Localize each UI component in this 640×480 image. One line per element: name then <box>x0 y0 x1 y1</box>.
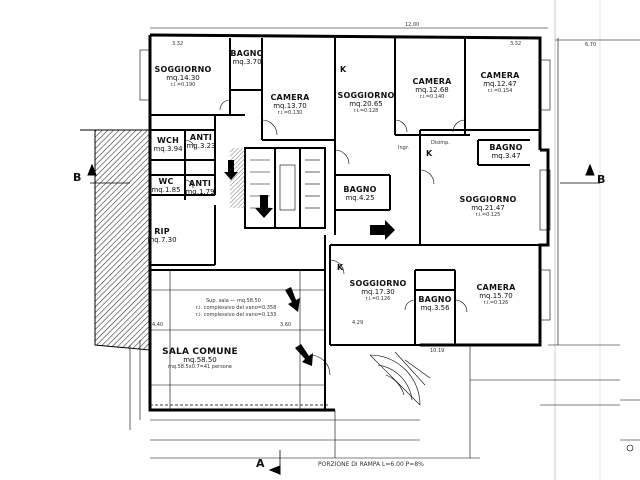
room-area: mq.12.68 <box>415 86 449 94</box>
room-camera-2: CAMERA mq.12.68 r.i.=0.140 <box>412 77 452 101</box>
dim-top: 12.00 <box>405 22 420 28</box>
room-area: mq.15.70 <box>479 292 513 300</box>
room-soggiorno-3: SOGGIORNO mq.21.47 r.i.=0.125 <box>459 195 517 219</box>
room-area: mq.58.50 <box>183 356 217 364</box>
room-name: SALA COMUNE <box>162 347 238 357</box>
room-area: mq.3.56 <box>420 304 450 312</box>
room-area: mq.7.30 <box>147 236 177 244</box>
room-detail: r.i.=0.125 <box>475 212 501 218</box>
room-name: SOGGIORNO <box>337 91 395 100</box>
room-area: mq.4.25 <box>345 194 375 202</box>
room-name: BAGNO <box>230 49 264 58</box>
dim-bottom-mid: 4.29 <box>352 320 364 326</box>
room-detail: r.i.=0.140 <box>419 94 445 100</box>
sala-ri-note: r.i. complessivo del vano=0.358 <box>196 305 277 311</box>
dim-bottom-right: 10.19 <box>430 348 445 354</box>
room-name: ANTI <box>189 133 213 142</box>
sala-ri2-note: r.i. complessivo del vano=0.133 <box>196 312 277 318</box>
room-area: mq.3.70 <box>232 58 262 66</box>
room-soggiorno-1: SOGGIORNO mq.14.30 r.i.=0.190 <box>154 65 212 89</box>
room-name: SOGGIORNO <box>154 65 212 74</box>
room-area: mq.3.94 <box>153 145 183 153</box>
room-area: mq.1.79 <box>185 188 215 196</box>
flow-arrows <box>224 160 395 366</box>
room-area: mq.17.30 <box>361 288 395 296</box>
room-name: WC <box>158 177 174 186</box>
room-name: CAMERA <box>270 93 310 102</box>
room-camera-4: CAMERA mq.15.70 r.i.=0.126 <box>476 283 516 307</box>
room-name: SOGGIORNO <box>459 195 517 204</box>
dim-left-mid: 4.40 <box>152 322 164 328</box>
room-camera-3: CAMERA mq.12.47 r.i.=0.154 <box>480 71 520 95</box>
section-b-right: B <box>597 173 606 186</box>
room-bagno-1: BAGNO mq.3.70 <box>230 49 264 67</box>
room-name: ANTI <box>188 179 212 188</box>
room-area: mq.20.65 <box>349 100 383 108</box>
room-sala-comune: SALA COMUNE mq.58.50 mq.58.5x0.7=41 pers… <box>162 347 238 371</box>
room-area: mq.1.85 <box>151 186 181 194</box>
bottom-right-detail <box>540 399 640 452</box>
section-a-bottom: A <box>256 457 265 470</box>
room-name: CAMERA <box>476 283 516 292</box>
room-bagno-2: BAGNO mq.4.25 <box>343 185 377 203</box>
label-ingr: Ingr. <box>398 145 410 151</box>
room-detail: r.i.=0.190 <box>170 82 196 88</box>
room-name: BAGNO <box>489 143 523 152</box>
dim-top-right: 3.32 <box>510 41 522 47</box>
room-detail: mq.58.5x0.7=41 persone <box>167 364 233 370</box>
section-b-left: B <box>73 171 82 184</box>
room-name: CAMERA <box>480 71 520 80</box>
room-rip: RIP mq.7.30 <box>147 227 177 245</box>
room-name: SOGGIORNO <box>349 279 407 288</box>
section-markers <box>87 163 600 475</box>
room-detail: r.i.=0.126 <box>483 300 509 306</box>
dim-right-side: 6.70 <box>585 42 597 48</box>
k-marker-1: K <box>340 65 347 74</box>
interior-walls <box>150 38 540 410</box>
room-area: mq.12.47 <box>483 80 517 88</box>
room-bagno-3: BAGNO mq.3.47 <box>489 143 523 161</box>
sala-surface-note: Sup. sala — mq.58.50 <box>206 298 261 304</box>
room-name: BAGNO <box>418 295 452 304</box>
room-detail: r.i.=0.128 <box>353 108 379 114</box>
room-name: BAGNO <box>343 185 377 194</box>
room-detail: r.i.=0.126 <box>365 296 391 302</box>
room-name: RIP <box>154 227 170 236</box>
rampa-note: PORZIONE DI RAMPA L=6.00 P=8% <box>318 461 424 468</box>
room-area: mq.3.23 <box>186 142 216 150</box>
thin-details <box>129 27 640 459</box>
room-anti-2: ANTI mq.1.79 <box>185 179 215 197</box>
k-marker-2: K <box>426 149 433 158</box>
room-area: mq.3.47 <box>491 152 521 160</box>
room-area: mq.21.47 <box>471 204 505 212</box>
room-anti-1: ANTI mq.3.23 <box>186 133 216 151</box>
room-soggiorno-2: SOGGIORNO mq.20.65 r.i.=0.128 <box>337 91 395 115</box>
room-wch: WCH mq.3.94 <box>153 136 183 154</box>
label-disimp: Disimp. <box>431 140 450 146</box>
room-wc: WC mq.1.85 <box>151 177 181 195</box>
adjacent-building-hatch <box>94 129 151 351</box>
room-detail: r.i.=0.154 <box>487 88 513 94</box>
dim-top-left: 3.32 <box>172 41 184 47</box>
room-detail: r.i.=0.130 <box>277 110 303 116</box>
room-area: mq.13.70 <box>273 102 307 110</box>
room-name: CAMERA <box>412 77 452 86</box>
room-name: WCH <box>156 136 179 145</box>
k-marker-3: K <box>337 263 344 272</box>
dim-sala-width: 3.60 <box>280 322 292 328</box>
room-camera-1: CAMERA mq.13.70 r.i.=0.130 <box>270 93 310 117</box>
room-area: mq.14.30 <box>166 74 200 82</box>
room-bagno-4: BAGNO mq.3.56 <box>418 295 452 313</box>
room-soggiorno-4: SOGGIORNO mq.17.30 r.i.=0.126 <box>349 279 407 303</box>
